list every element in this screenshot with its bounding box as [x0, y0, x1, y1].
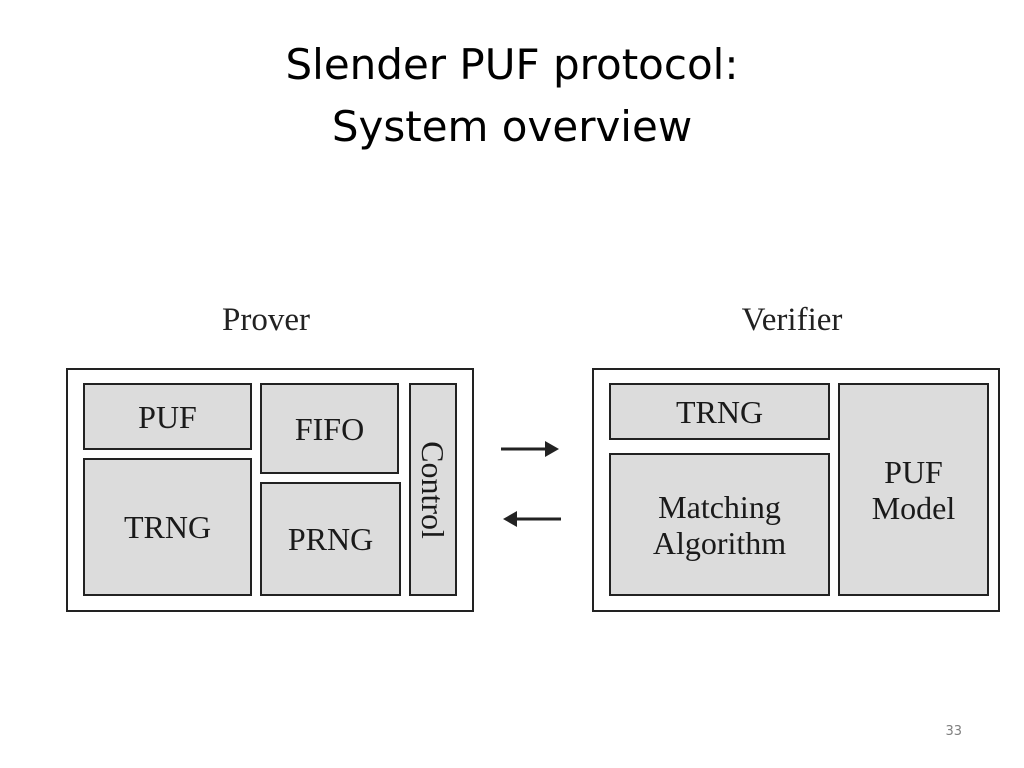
prover-prng-label: PRNG	[287, 521, 374, 557]
prover-label: Prover	[222, 302, 310, 338]
verifier-puf-model-block: PUF Model	[838, 383, 989, 596]
prover-puf-block: PUF	[83, 383, 252, 450]
verifier-puf-model-label: PUF Model	[871, 453, 956, 526]
verifier-label: Verifier	[741, 302, 843, 338]
arrow-right-icon	[501, 441, 559, 457]
page-number: 33	[945, 724, 962, 739]
verifier-trng-label: TRNG	[675, 393, 764, 430]
prover-control-label: Control	[415, 440, 451, 539]
slide-title: Slender PUF protocol: System overview	[0, 34, 1024, 158]
prover-prng-block: PRNG	[260, 482, 401, 596]
prover-trng-label: TRNG	[123, 509, 212, 545]
slide-title-line2: System overview	[331, 102, 693, 151]
prover-fifo-label: FIFO	[294, 410, 365, 447]
prover-fifo-block: FIFO	[260, 383, 399, 474]
verifier-matching-block: Matching Algorithm	[609, 453, 830, 596]
prover-trng-block: TRNG	[83, 458, 252, 596]
arrow-left-icon	[503, 511, 561, 527]
prover-puf-label: PUF	[138, 398, 197, 435]
verifier-trng-block: TRNG	[609, 383, 830, 440]
slide-title-line1: Slender PUF protocol:	[285, 40, 739, 89]
prover-control-block: Control	[409, 383, 457, 596]
verifier-matching-label: Matching Algorithm	[652, 488, 787, 561]
